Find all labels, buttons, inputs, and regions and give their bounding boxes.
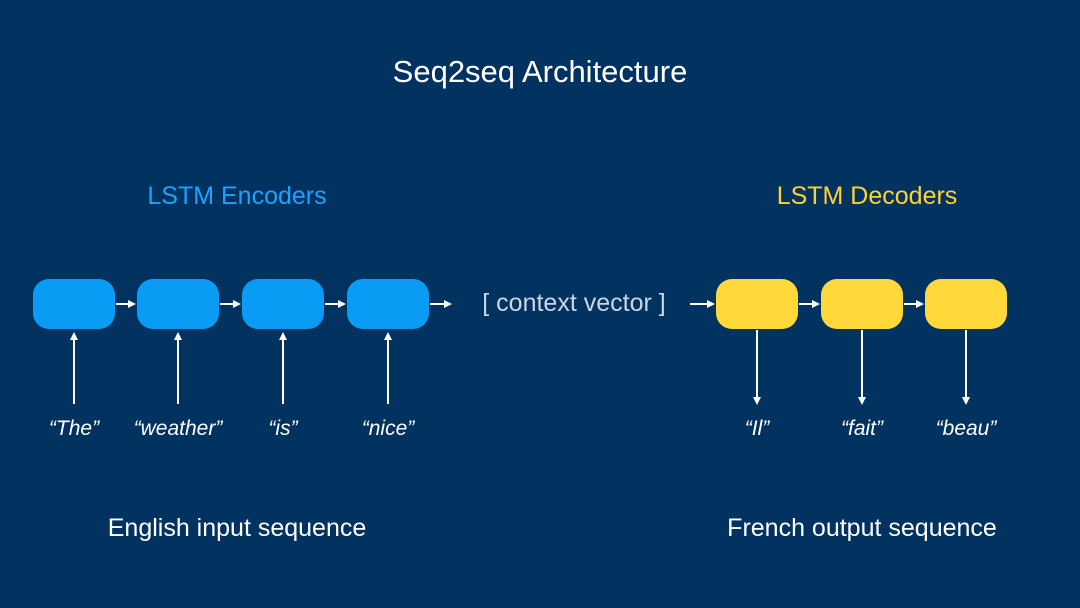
output-word-2: “fait” <box>841 417 883 440</box>
encoder-cell-2 <box>137 279 219 329</box>
encoder-cell-1 <box>33 279 115 329</box>
output-word-1: “Il” <box>744 417 770 440</box>
context-vector-label: [ context vector ] <box>482 289 666 317</box>
encoder-label: LSTM Encoders <box>147 182 327 210</box>
input-word-2: “weather” <box>133 417 223 440</box>
input-word-4: “nice” <box>361 417 415 440</box>
input-word-3: “is” <box>268 417 298 440</box>
encoder-cell-3 <box>242 279 324 329</box>
input-sequence-caption: English input sequence <box>107 514 367 542</box>
encoder-cell-4 <box>347 279 429 329</box>
output-word-3: “beau” <box>935 417 997 440</box>
diagram-title: Seq2seq Architecture <box>392 54 688 89</box>
decoder-label: LSTM Decoders <box>776 182 958 210</box>
decoder-cell-1 <box>716 279 798 329</box>
decoder-cell-2 <box>821 279 903 329</box>
decoder-cell-3 <box>925 279 1007 329</box>
output-sequence-caption: French output sequence <box>727 514 997 542</box>
input-word-1: “The” <box>48 417 100 440</box>
